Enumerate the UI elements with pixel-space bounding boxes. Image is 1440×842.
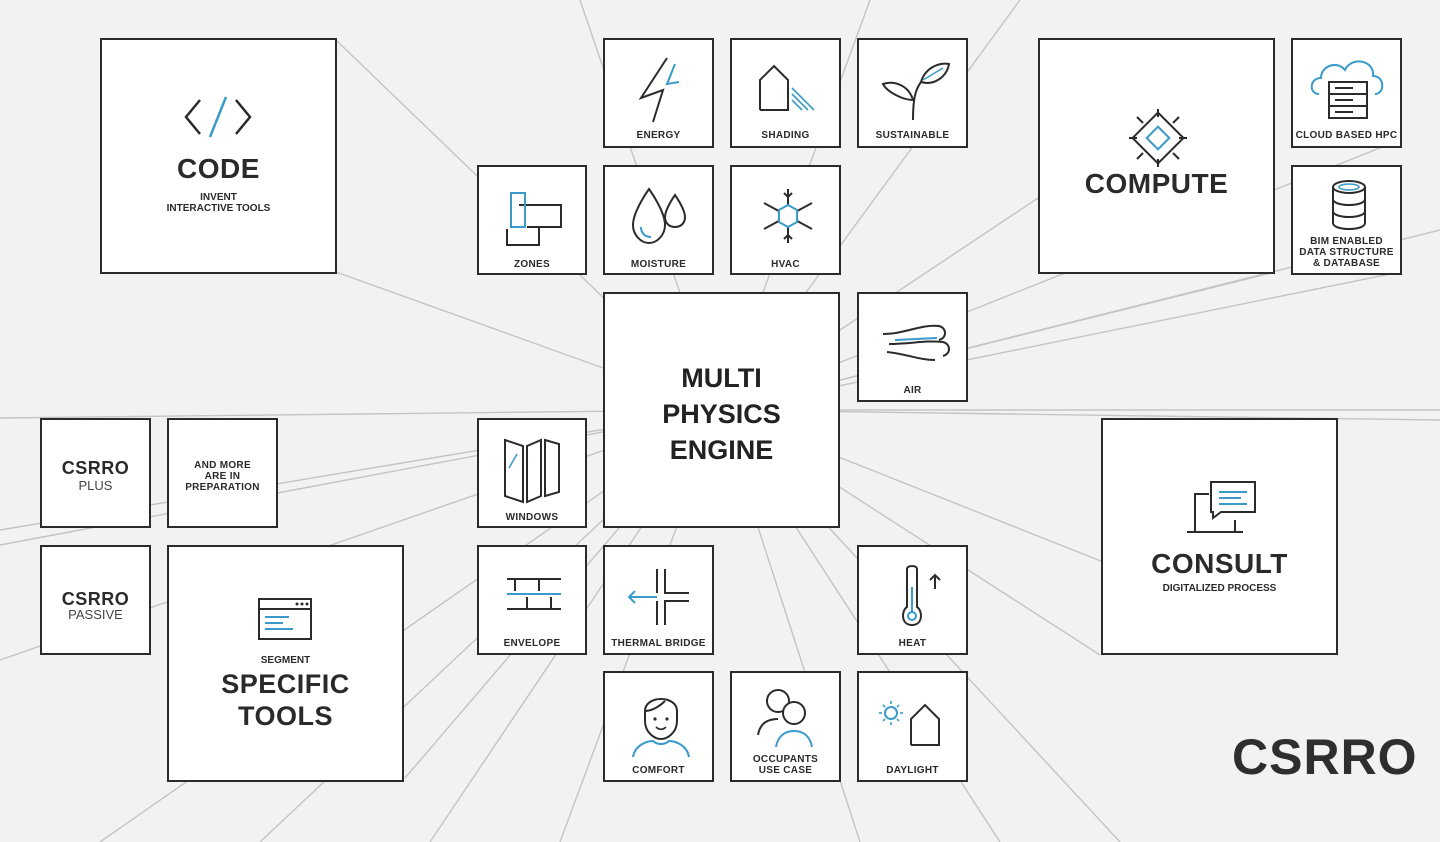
tile-windows[interactable]: WINDOWS [477,418,587,528]
compute-tile[interactable]: COMPUTE [1038,38,1275,274]
sun-house-icon [879,701,940,746]
tile-hvac-label: HVAC [771,259,800,270]
tile-zones[interactable]: ZONES [477,165,587,275]
product-plus-variant: PLUS [78,478,113,493]
tile-zones-label: ZONES [514,259,550,270]
engine-title-line-1: MULTI [681,363,762,393]
specific-tools-tile[interactable]: SEGMENT SPECIFIC TOOLS [167,545,404,782]
tile-sustainable[interactable]: SUSTAINABLE [857,38,968,148]
tile-heat[interactable]: HEAT [857,545,968,655]
segment-title-2: TOOLS [237,701,333,731]
product-passive-variant: PASSIVE [68,607,123,622]
tile-energy[interactable]: ENERGY [603,38,714,148]
tile-moisture-label: MOISTURE [630,259,687,270]
thermometer-icon [902,565,941,627]
tile-thermal-bridge-label: THERMAL BRIDGE [611,638,706,649]
consult-subtitle: DIGITALIZED PROCESS [1162,583,1277,594]
code-tile[interactable]: CODE INVENT INTERACTIVE TOOLS [100,38,337,274]
tile-occupants[interactable]: OCCUPANTS USE CASE [730,671,841,782]
tile-comfort-label: COMFORT [632,765,685,776]
code-subtitle-1: INVENT [200,192,237,203]
tile-envelope-label: ENVELOPE [503,638,561,649]
code-subtitle-2: INTERACTIVE TOOLS [166,203,271,214]
tile-moisture[interactable]: MOISTURE [603,165,714,275]
tile-more-label-2: ARE IN [204,471,241,482]
database-icon [1332,180,1366,230]
tile-hvac[interactable]: HVAC [730,165,841,275]
tile-heat-label: HEAT [898,638,927,649]
tile-windows-label: WINDOWS [505,512,559,523]
consult-tile[interactable]: CONSULT DIGITALIZED PROCESS [1101,418,1338,655]
tile-bim-label-1: BIM ENABLED [1310,236,1383,247]
engine-title: MULTI PHYSICS ENGINE [605,360,838,468]
code-title: CODE [177,153,260,184]
engine-title-line-2: PHYSICS [662,399,781,429]
sprout-icon [881,62,951,121]
tile-more-label-1: AND MORE [194,460,251,471]
product-tile-passive[interactable]: CSRRO PASSIVE [40,545,151,655]
product-tile-plus[interactable]: CSRRO PLUS [40,418,151,528]
multi-physics-engine-tile[interactable]: MULTI PHYSICS ENGINE [603,292,840,528]
consult-title: CONSULT [1151,548,1288,579]
compute-title: COMPUTE [1084,168,1229,199]
lightning-icon [638,57,680,123]
tile-envelope[interactable]: ENVELOPE [477,545,587,655]
tile-occupants-label-1: OCCUPANTS [752,754,819,765]
tile-more[interactable]: AND MORE ARE IN PREPARATION [167,418,278,528]
laptop-chat-icon [1187,481,1256,533]
person-icon [632,698,690,758]
zones-floorplan-icon [506,192,562,246]
windows-icon [504,438,560,504]
browser-window-icon [258,598,312,640]
tile-thermal-bridge[interactable]: THERMAL BRIDGE [603,545,714,655]
tile-daylight-label: DAYLIGHT [886,765,939,776]
tile-air-label: AIR [903,385,922,396]
product-plus-name: CSRRO [61,458,130,478]
wind-icon [882,324,950,361]
water-drops-icon [631,187,687,245]
tile-comfort[interactable]: COMFORT [603,671,714,782]
house-shading-icon [759,64,815,111]
cpu-chip-icon [1129,109,1187,167]
tile-bim-label-2: DATA STRUCTURE [1299,247,1394,258]
brand-logo: CSRRO [1232,729,1418,785]
tile-cloud-hpc-label: CLOUD BASED HPC [1295,130,1398,141]
thermal-bridge-icon [627,569,689,625]
tile-energy-label: ENERGY [636,130,681,141]
cloud-server-icon [1310,60,1384,119]
tile-bim[interactable]: BIM ENABLED DATA STRUCTURE & DATABASE [1291,165,1402,275]
tile-air[interactable]: AIR [857,292,968,402]
tile-cloud-hpc[interactable]: CLOUD BASED HPC [1291,38,1402,148]
tile-sustainable-label: SUSTAINABLE [875,130,950,141]
segment-pretitle: SEGMENT [260,655,311,666]
people-icon [757,689,813,748]
code-brackets-icon [184,96,252,138]
tile-occupants-label-2: USE CASE [758,765,813,776]
tile-daylight[interactable]: DAYLIGHT [857,671,968,782]
engine-title-line-3: ENGINE [669,435,774,465]
tile-bim-label-3: & DATABASE [1312,258,1381,269]
product-passive-name: CSRRO [61,589,130,609]
snowflake-sun-icon [763,189,813,243]
tile-more-label-3: PREPARATION [185,482,260,493]
tile-shading-label: SHADING [761,130,810,141]
brick-wall-icon [507,578,561,610]
segment-title-1: SPECIFIC [221,669,350,699]
tile-shading[interactable]: SHADING [730,38,841,148]
